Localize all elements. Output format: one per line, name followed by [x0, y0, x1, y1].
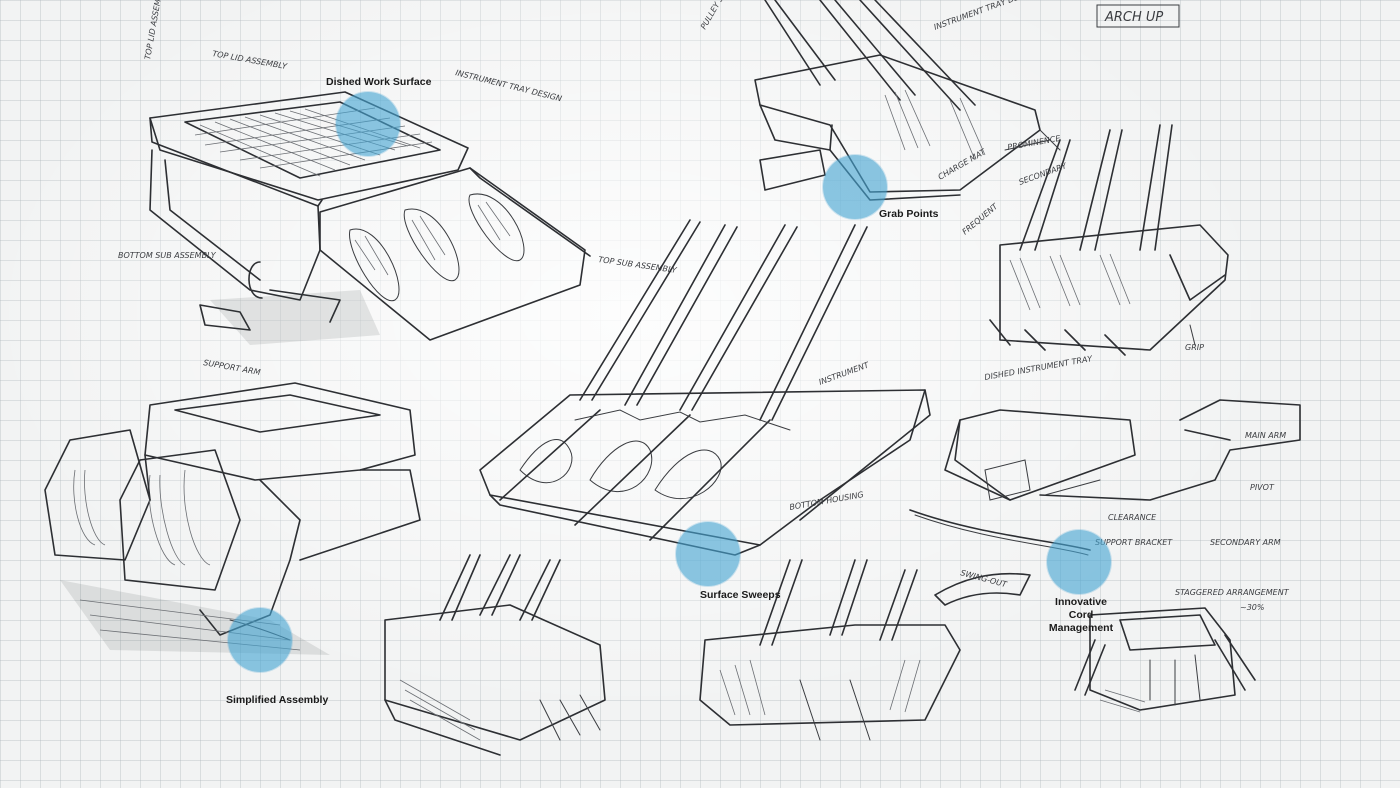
- svg-text:ARCH UP: ARCH UP: [1104, 10, 1163, 25]
- svg-text:DISHED INSTRUMENT TRAY: DISHED INSTRUMENT TRAY: [984, 354, 1094, 382]
- callout-simplified-assembly-label: Simplified Assembly: [226, 694, 329, 706]
- svg-text:CHARGE MAT: CHARGE MAT: [937, 147, 988, 182]
- sketch-surface-sweeps: INSTRUMENT BOTTOM HOUSING: [480, 220, 930, 555]
- sketch-staggered-arrangement: STAGGERED ARRANGEMENT ~30%: [1075, 588, 1290, 712]
- callout-surface-sweeps-label: Surface Sweeps: [700, 589, 781, 601]
- svg-text:INSTRUMENT TRAY DESIGN: INSTRUMENT TRAY DESIGN: [455, 68, 563, 103]
- callout-dished-work-surface-marker: [336, 92, 400, 156]
- svg-text:STAGGERED ARRANGEMENT: STAGGERED ARRANGEMENT: [1175, 588, 1290, 597]
- svg-text:BOTTOM SUB ASSEMBLY: BOTTOM SUB ASSEMBLY: [118, 251, 217, 260]
- sketch-small-holder: [385, 555, 605, 755]
- svg-text:~30%: ~30%: [1240, 603, 1264, 612]
- sketch-grab-points: PULLEY SYSTEM INSTRUMENT TRAY DESIGN CHA…: [699, 0, 1069, 237]
- svg-text:GRIP: GRIP: [1185, 343, 1204, 352]
- svg-text:INSTRUMENT: INSTRUMENT: [818, 360, 872, 387]
- svg-text:PIVOT: PIVOT: [1250, 483, 1275, 492]
- svg-text:SUPPORT BRACKET: SUPPORT BRACKET: [1095, 538, 1173, 547]
- sketch-tray-assembly: TOP LID ASSEMBLY TOP LID ASSEMBLY INSTRU…: [118, 0, 678, 377]
- callout-simplified-assembly-marker: [228, 608, 292, 672]
- svg-text:SECONDARY ARM: SECONDARY ARM: [1210, 538, 1281, 547]
- svg-text:PROMINENCE: PROMINENCE: [1007, 134, 1062, 152]
- svg-text:FREQUENT: FREQUENT: [961, 201, 1001, 236]
- arch-up-box: ARCH UP: [1097, 5, 1179, 27]
- sketch-holder-right: GRIP: [990, 125, 1228, 355]
- callout-grab-points-label: Grab Points: [879, 208, 939, 220]
- callout-cord-management-label: Innovative Cord Management: [1048, 596, 1114, 634]
- sketch-simplified-assembly: [45, 383, 420, 655]
- callout-surface-sweeps-marker: [676, 522, 740, 586]
- svg-text:SUPPORT ARM: SUPPORT ARM: [203, 358, 262, 377]
- callout-dished-work-surface-label: Dished Work Surface: [326, 76, 432, 88]
- svg-text:SECONDARY: SECONDARY: [1018, 161, 1069, 187]
- svg-text:PULLEY SYSTEM: PULLEY SYSTEM: [699, 0, 739, 31]
- svg-text:TOP LID ASSEMBLY: TOP LID ASSEMBLY: [143, 0, 165, 60]
- svg-text:BOTTOM HOUSING: BOTTOM HOUSING: [789, 490, 865, 512]
- svg-text:INSTRUMENT TRAY DESIGN: INSTRUMENT TRAY DESIGN: [933, 0, 1039, 32]
- svg-text:SWING-OUT: SWING-OUT: [959, 568, 1008, 589]
- callout-grab-points-marker: [823, 155, 887, 219]
- svg-text:CLEARANCE: CLEARANCE: [1108, 513, 1157, 522]
- sketch-holder-bottom-center: [700, 560, 960, 740]
- callout-cord-management-marker: [1047, 530, 1111, 594]
- svg-text:TOP LID ASSEMBLY: TOP LID ASSEMBLY: [212, 49, 289, 71]
- svg-text:MAIN ARM: MAIN ARM: [1245, 431, 1286, 440]
